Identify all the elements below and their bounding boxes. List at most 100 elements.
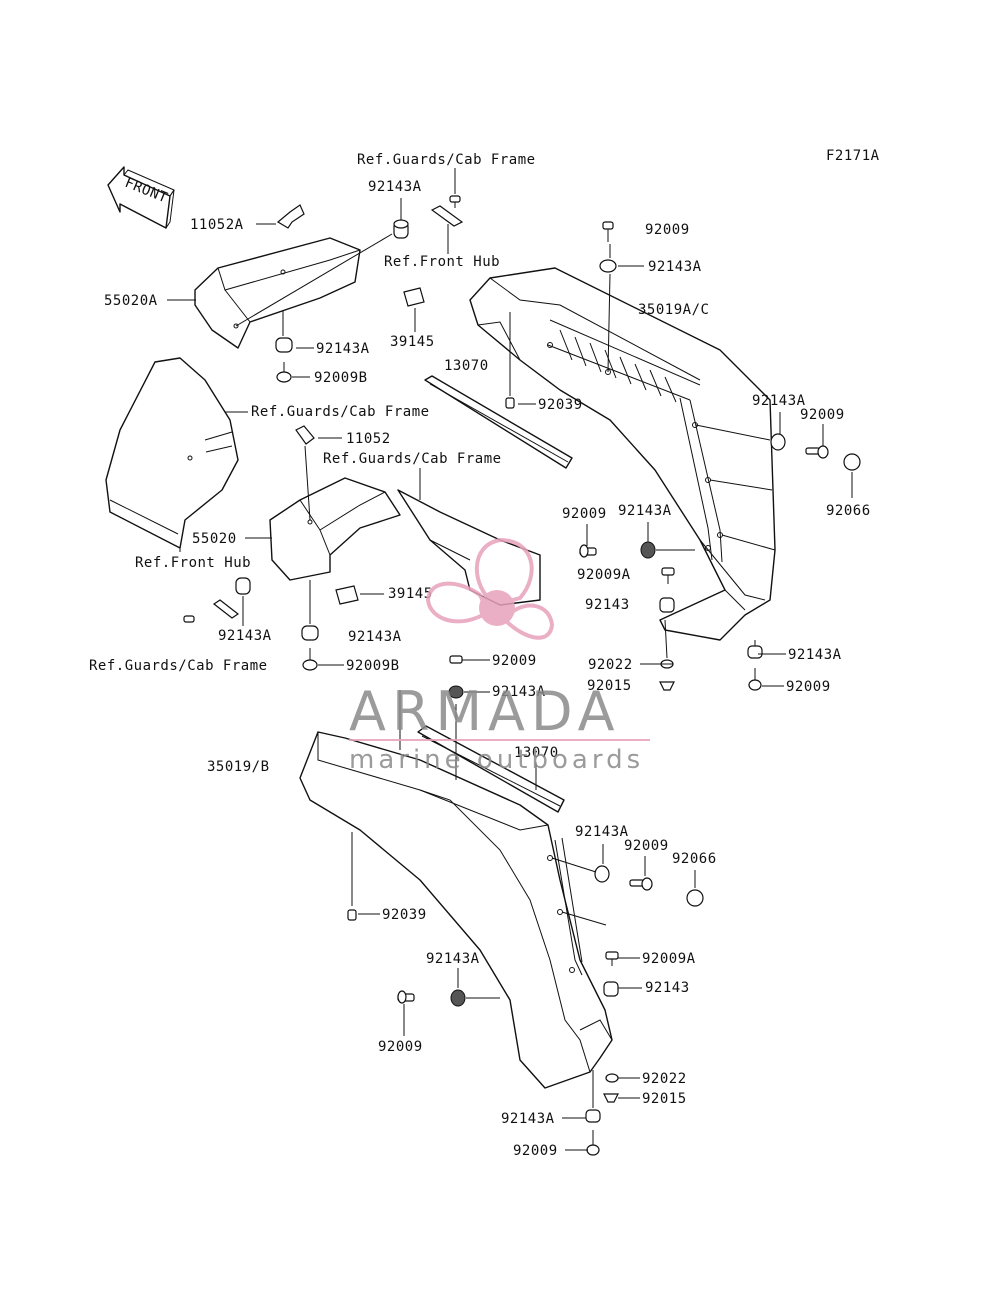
bolt-icon [302,648,318,671]
grommet-icon [585,1109,601,1123]
bracket-11052-icon [295,425,315,445]
part-label-92143: 92143 [585,597,630,613]
cap-92066-icon [686,889,704,907]
bolt-icon [579,544,597,558]
part-label-92022: 92022 [642,1071,687,1087]
part-label-11052A: 11052A [190,217,244,233]
ref-front-hub-label: Ref.Front Hub [135,555,251,571]
part-label-92009: 92009 [562,506,607,522]
leader-lines [167,168,853,1151]
screw-icon [183,615,195,623]
part-label-35019B: 35019/B [207,759,270,775]
part-label-92009: 92009 [492,653,537,669]
upper-left-fender [194,237,361,349]
ref-front-hub-label: Ref.Front Hub [384,254,500,270]
strip-13070-lower [417,725,565,813]
part-label-92143A: 92143A [788,647,842,663]
screw-icon [661,567,675,584]
grommet-icon [603,981,619,997]
middle-fender [269,477,401,581]
grommet-icon [770,433,786,451]
part-label-92009: 92009 [624,838,669,854]
washer-icon [605,1073,619,1083]
vent-slats [559,329,677,403]
grommet-icon [599,259,617,273]
part-label-92066: 92066 [672,851,717,867]
part-label-11052: 11052 [346,431,391,447]
part-label-35019AC: 35019A/C [638,302,709,318]
part-label-13070: 13070 [444,358,489,374]
part-label-92009: 92009 [786,679,831,695]
front-arrow-icon: FRONT [107,166,175,229]
grommet-icon [747,645,763,659]
part-label-92022: 92022 [588,657,633,673]
part-label-55020: 55020 [192,531,237,547]
ref-guards-cab-frame-label: Ref.Guards/Cab Frame [323,451,502,467]
bracket-11052A-icon [276,204,305,229]
cap-92066-icon [843,453,861,471]
screw-icon [347,909,357,921]
screw-icon [605,951,619,966]
part-label-92009A: 92009A [577,567,631,583]
screw-icon [449,655,463,664]
screw-icon [449,195,461,208]
bolt-icon [276,362,292,383]
grommet-icon [659,597,675,613]
right-fender-assembly [469,267,776,641]
strip-13070-upper [424,375,573,469]
nut-icon [603,1093,619,1103]
part-label-92143A: 92143A [348,629,402,645]
grommet-icon [235,577,251,595]
block-39145-lower-icon [335,585,359,605]
bolt-icon [586,1130,600,1156]
grommet-icon [393,219,409,239]
nut-icon [659,681,675,691]
bolt-icon [629,877,653,891]
part-label-92143A: 92143A [492,684,546,700]
ref-guards-cab-frame-label: Ref.Guards/Cab Frame [251,404,430,420]
part-label-92009: 92009 [800,407,845,423]
part-label-92015: 92015 [587,678,632,694]
watermark: ARMADA marine outboards [349,537,650,775]
part-label-92009B: 92009B [346,658,400,674]
part-label-92009: 92009 [645,222,690,238]
part-label-92143A: 92143A [316,341,370,357]
part-label-92143A: 92143A [575,824,629,840]
part-label-92143A: 92143A [618,503,672,519]
screw-icon [505,397,515,409]
grommet-icon [594,865,610,883]
grommet-icon [275,337,293,353]
part-label-39145: 39145 [388,586,433,602]
bolt-icon [748,668,762,691]
bolt-icon [805,445,829,459]
clip-icon [430,205,464,227]
part-label-92143A: 92143A [426,951,480,967]
part-label-92143: 92143 [645,980,690,996]
screw-icon [602,221,614,242]
part-label-92039: 92039 [538,397,583,413]
middle-guard-panel [397,489,541,606]
part-label-92143A: 92143A [752,393,806,409]
watermark-tagline: marine outboards [349,745,644,775]
part-label-92039: 92039 [382,907,427,923]
clip-icon [212,599,240,619]
propeller-logo-icon [425,537,555,640]
nut-icon [448,685,464,699]
ref-guards-cab-frame-label: Ref.Guards/Cab Frame [357,152,536,168]
part-label-92143A: 92143A [218,628,272,644]
part-label-92009A: 92009A [642,951,696,967]
grommet-icon [301,625,319,641]
part-label-92143A: 92143A [368,179,422,195]
part-label-13070: 13070 [514,745,559,761]
lower-fender [299,731,613,1089]
part-label-55020A: 55020A [104,293,158,309]
diagram-code: F2171A [826,148,880,164]
block-39145-upper-icon [403,287,425,307]
part-label-92009: 92009 [378,1039,423,1055]
part-label-92009B: 92009B [314,370,368,386]
watermark-brand: ARMADA [349,680,621,743]
nut-icon [640,541,656,559]
left-mudflap-panel [105,357,239,549]
bolt-icon [397,990,415,1004]
